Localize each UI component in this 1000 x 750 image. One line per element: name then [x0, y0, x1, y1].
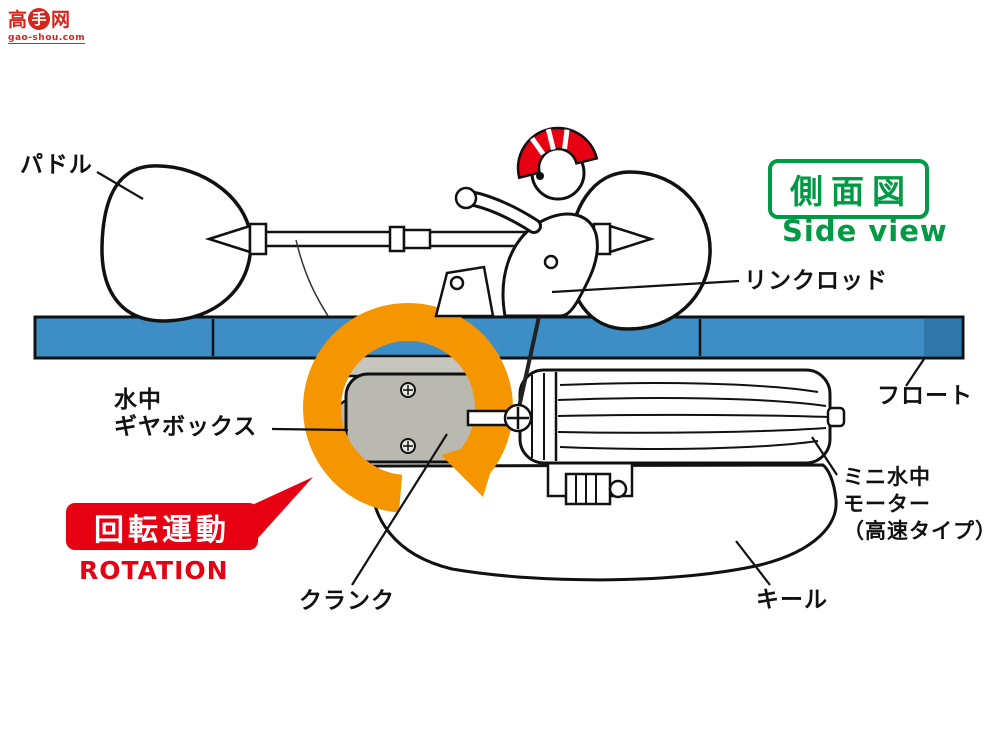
label-motor-line3: （高速タイプ） [843, 519, 997, 543]
label-motor-line1: ミニ水中 [843, 465, 931, 489]
leader-link-rod [551, 279, 740, 294]
leader-gearbox [271, 427, 349, 432]
label-gearbox-line1: 水中 [114, 387, 162, 413]
paddle-left [100, 164, 253, 323]
leader-paddle [96, 171, 144, 200]
title-side-view-jp: 側面図 [768, 159, 929, 219]
rotation-callout-en: ROTATION [79, 556, 229, 585]
watermark-char-circled: 手 [28, 7, 51, 30]
crank-shaft [466, 409, 512, 427]
label-link-rod: リンクロッド [744, 268, 888, 294]
title-side-view-en: Side view [782, 214, 948, 248]
leader-keel [735, 540, 771, 586]
leader-motor [811, 436, 838, 476]
rider-figure [434, 126, 599, 318]
watermark-url: gao-shou.com [8, 33, 86, 44]
rider-helmet [516, 126, 599, 180]
watermark-char: 网 [51, 9, 71, 31]
float-band [33, 315, 965, 360]
motor-clamp [546, 456, 634, 506]
watermark: 高 手 网 gao-shou.com [8, 5, 86, 44]
rotation-arrow [303, 303, 513, 513]
leader-float [905, 358, 925, 387]
leader-crank [351, 433, 448, 586]
label-float: フロート [877, 383, 973, 409]
watermark-char: 高 [8, 9, 28, 31]
label-paddle: パドル [20, 152, 93, 178]
label-keel: キール [756, 587, 828, 613]
rigging-line [295, 239, 329, 317]
deck-bracket [434, 265, 495, 318]
label-motor: ミニ水中 モーター （高速タイプ） [843, 464, 997, 545]
rotation-callout-jp: 回転運動 [66, 503, 258, 550]
keel-shape [369, 463, 838, 582]
label-gearbox: 水中 ギヤボックス [114, 387, 257, 441]
label-gearbox-line2: ギヤボックス [114, 414, 258, 440]
crank-screw [503, 403, 533, 433]
label-motor-line2: モーター [843, 492, 931, 516]
label-crank: クランク [299, 588, 395, 614]
motor-body [518, 368, 846, 465]
leader-lines [96, 171, 925, 586]
